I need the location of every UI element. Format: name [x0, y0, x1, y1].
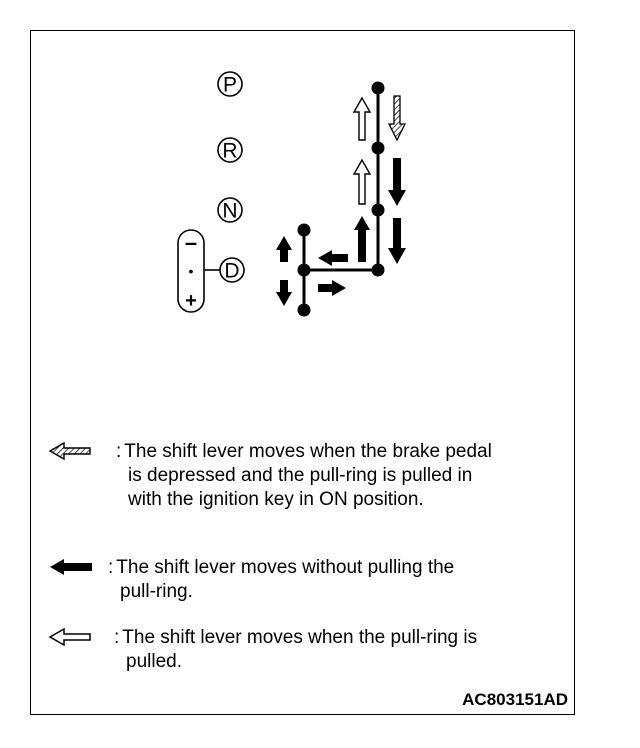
manual-shift-gate: – • +: [177, 229, 220, 313]
hollow-up-arrow-n-to-r: [352, 158, 372, 205]
manual-center-dot: •: [189, 263, 194, 279]
legend-line: The shift lever moves when the pull-ring…: [122, 627, 478, 648]
legend-text-hollow: :The shift lever moves when the pull-rin…: [114, 626, 574, 674]
hollow-arrow-left-icon: [48, 627, 91, 647]
gate-node-manual: [297, 263, 311, 277]
svg-text:R: R: [222, 140, 237, 163]
legend-text-hatched: :The shift lever moves when the brake pe…: [116, 440, 576, 512]
gear-label-n: N: [217, 197, 243, 223]
gate-node-plus: [297, 303, 311, 317]
legend-line: The shift lever moves without pulling th…: [116, 557, 455, 578]
gate-node-n: [371, 203, 385, 217]
solid-down-arrow-r-to-n: [388, 158, 406, 206]
gear-label-d: D: [219, 257, 245, 283]
legend-text-solid: :The shift lever moves without pulling t…: [108, 556, 568, 604]
solid-arrow-left-icon: [50, 559, 92, 575]
solid-up-arrow-manual-minus: [276, 236, 292, 262]
shift-gate-nodes: [297, 81, 385, 317]
legend-line: is depressed and the pull-ring is pulled…: [128, 465, 473, 486]
hatched-arrow-left-icon: [48, 441, 91, 461]
manual-minus-label: –: [185, 230, 197, 255]
legend-row-hatched: :The shift lever moves when the brake pe…: [48, 440, 576, 512]
gear-label-p: P: [217, 71, 243, 97]
solid-down-arrow-manual-plus: [276, 280, 292, 306]
hollow-up-arrow-r-to-p: [352, 96, 372, 141]
svg-text:D: D: [224, 260, 239, 283]
solid-down-arrow-n-to-d: [388, 218, 406, 264]
hatched-down-arrow-p-to-r: [387, 95, 407, 142]
gate-node-d: [371, 263, 385, 277]
figure-frame: [30, 30, 575, 715]
gate-node-p: [371, 81, 385, 95]
svg-text:P: P: [223, 74, 237, 97]
solid-left-arrow-d-to-manual: [318, 250, 348, 266]
legend-line: with the ignition key in ON position.: [128, 489, 424, 510]
gear-label-r: R: [217, 137, 243, 163]
legend-line: pull-ring.: [120, 581, 193, 602]
shift-gate-lines: [302, 88, 380, 310]
solid-right-arrow-manual-to-d: [318, 280, 346, 296]
gate-node-minus: [297, 223, 311, 237]
solid-up-arrow-d-to-n: [354, 216, 370, 262]
legend-row-hollow: :The shift lever moves when the pull-rin…: [48, 626, 574, 674]
manual-plus-label: +: [185, 290, 197, 312]
svg-text:N: N: [222, 200, 237, 223]
legend-line: The shift lever moves when the brake ped…: [124, 441, 492, 462]
legend-line: pulled.: [126, 651, 182, 672]
gate-node-r: [371, 141, 385, 155]
figure-code: AC803151AD: [462, 690, 568, 709]
legend-row-solid: :The shift lever moves without pulling t…: [48, 556, 568, 604]
